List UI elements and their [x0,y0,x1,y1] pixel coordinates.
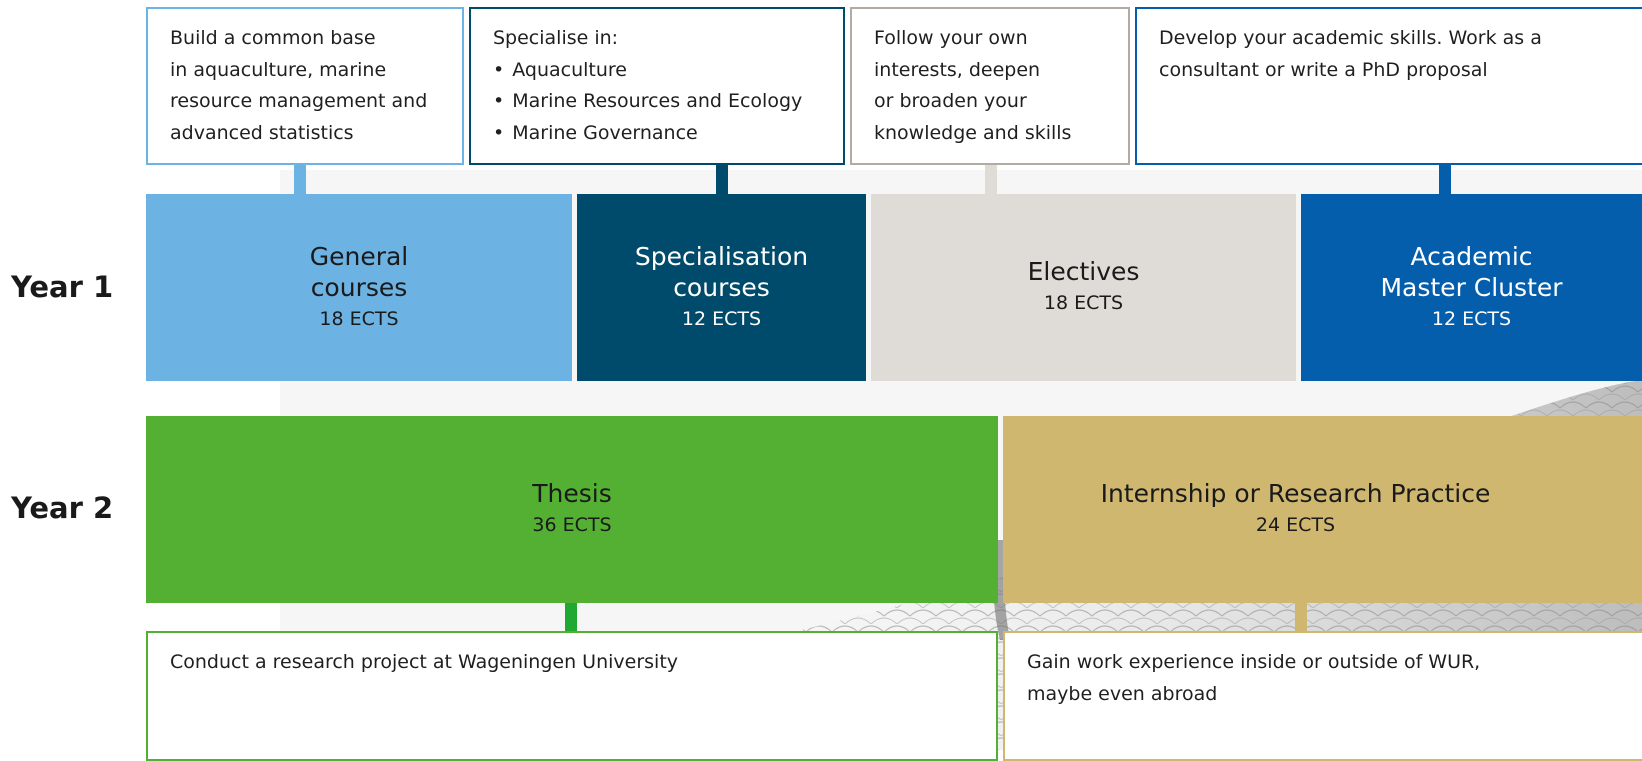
year-2-label: Year 2 [11,491,114,525]
electives-title: Electives [1027,257,1140,286]
electives-ects: 18 ECTS [1043,292,1124,314]
specialisation-courses-title: Specialisation [634,241,809,271]
thesis-title: Thesis [532,479,612,508]
academic-master-cluster-ects: 12 ECTS [1431,307,1512,330]
internship-ects: 24 ECTS [1255,514,1336,536]
specialisation-item: Aquaculture [493,55,821,87]
electives-description: Follow your own interests, deepen or bro… [850,7,1130,165]
academic-master-cluster-block: Academic Master Cluster 12 ECTS [1301,194,1642,381]
general-description-line: advanced statistics [170,121,354,144]
thesis-block: Thesis 36 ECTS [146,416,998,603]
internship-block: Internship or Research Practice 24 ECTS [1003,416,1642,603]
academic-description-line: consultant or write a PhD proposal [1159,58,1488,81]
academic-master-cluster-title: Academic [1410,241,1533,271]
general-description-line: in aquaculture, marine [170,58,387,81]
connector-electives [985,164,997,194]
general-courses-block: General courses 18 ECTS [146,194,572,381]
general-courses-ects: 18 ECTS [319,307,399,330]
connector-internship [1295,603,1307,633]
electives-block: Electives 18 ECTS [871,194,1296,381]
connector-thesis [565,603,577,633]
thesis-description: Conduct a research project at Wageningen… [146,631,998,761]
electives-description-line: Follow your own [874,27,1028,49]
connector-general [294,164,306,194]
specialisation-description: Specialise in: Aquaculture Marine Resour… [469,7,845,165]
specialisation-courses-block: Specialisation courses 12 ECTS [577,194,866,381]
general-description-line: Build a common base [170,27,376,49]
internship-description-line: maybe even abroad [1027,682,1218,705]
electives-description-line: interests, deepen [874,58,1041,81]
general-courses-title: General [309,241,409,271]
internship-title: Internship or Research Practice [1100,479,1491,508]
electives-description-line: or broaden your [874,90,1027,112]
internship-description-line: Gain work experience inside or outside o… [1027,651,1481,673]
academic-master-cluster-title: Master Cluster [1380,272,1563,302]
electives-description-line: knowledge and skills [874,121,1072,144]
internship-description: Gain work experience inside or outside o… [1003,631,1642,761]
general-description-line: resource management and [170,90,428,112]
year-1-label: Year 1 [11,270,114,304]
connector-specialisation [716,164,728,194]
thesis-description-line: Conduct a research project at Wageningen… [170,651,679,673]
general-description: Build a common base in aquaculture, mari… [146,7,464,165]
specialisation-intro: Specialise in: [493,27,619,49]
specialisation-item: Marine Resources and Ecology [493,86,821,118]
thesis-ects: 36 ECTS [532,514,612,536]
academic-description: Develop your academic skills. Work as a … [1135,7,1642,165]
specialisation-item: Marine Governance [493,118,821,150]
specialisation-list: Aquaculture Marine Resources and Ecology… [493,55,821,150]
general-courses-title: courses [310,272,408,302]
academic-description-line: Develop your academic skills. Work as a [1159,27,1542,49]
specialisation-courses-title: courses [673,272,770,302]
specialisation-courses-ects: 12 ECTS [681,307,762,330]
connector-academic [1439,164,1451,194]
